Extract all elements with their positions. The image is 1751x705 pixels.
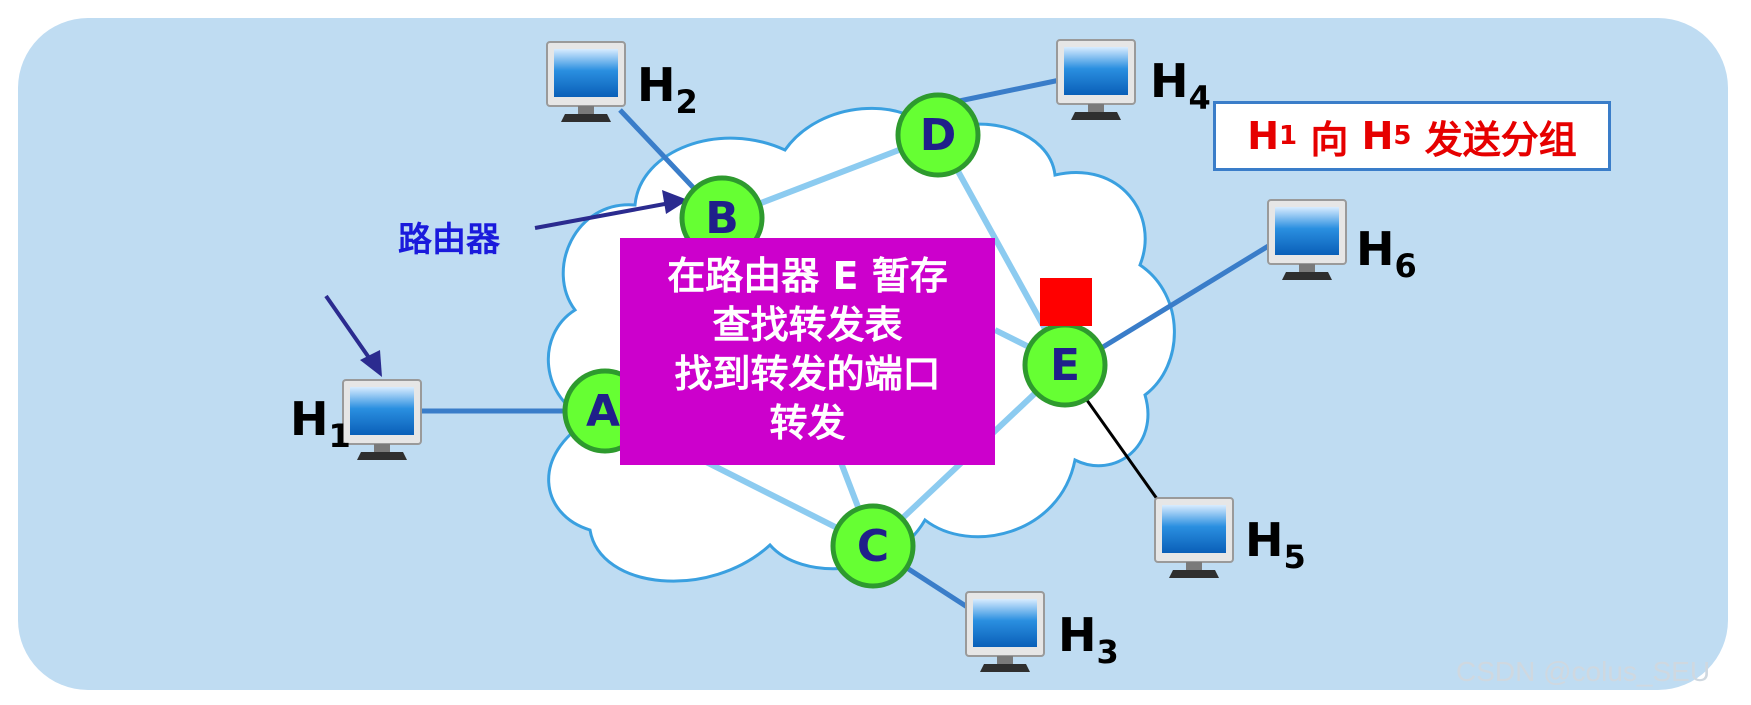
host-h5-label: H5 xyxy=(1245,513,1306,576)
router-d xyxy=(895,92,981,178)
host-h2-monitor xyxy=(546,41,626,123)
host-h1-monitor xyxy=(342,379,422,461)
host-h1-label: H1 xyxy=(290,392,351,455)
router-pointer-arrow xyxy=(534,201,671,230)
host-h6-label: H6 xyxy=(1356,222,1417,285)
router-e-label: E xyxy=(1049,340,1081,391)
link-d-e xyxy=(935,133,1068,367)
forwarding-steps-box: 在路由器 E 暂存 查找转发表 找到转发的端口 转发 xyxy=(620,238,995,465)
router-c xyxy=(830,503,916,589)
router-a-label: A xyxy=(585,386,621,437)
step-find-port: 找到转发的端口 xyxy=(674,352,941,396)
host-h4-label: H4 xyxy=(1150,54,1211,117)
router-pointer-head xyxy=(662,190,688,214)
packet-at-router-e xyxy=(1040,278,1092,326)
router-d-label: D xyxy=(919,110,957,161)
arrows xyxy=(324,190,688,377)
h1-pointer-arrow xyxy=(324,294,374,364)
host-h5-monitor xyxy=(1154,497,1234,579)
router-c-label: C xyxy=(856,521,890,572)
h1-pointer-head xyxy=(360,350,382,377)
router-b-label: B xyxy=(705,193,739,244)
step-forward: 转发 xyxy=(769,401,846,445)
host-h6-monitor xyxy=(1267,199,1347,281)
router-caption: 路由器 xyxy=(398,220,500,260)
host-h3-monitor xyxy=(965,591,1045,673)
host-h3-label: H3 xyxy=(1058,608,1119,671)
step-lookup: 查找转发表 xyxy=(712,303,903,347)
host-h4-monitor xyxy=(1056,39,1136,121)
watermark: CSDN @colus_SEU xyxy=(1456,656,1711,687)
host-h2-label: H2 xyxy=(637,58,698,121)
step-store: 在路由器 E 暂存 xyxy=(667,254,948,298)
